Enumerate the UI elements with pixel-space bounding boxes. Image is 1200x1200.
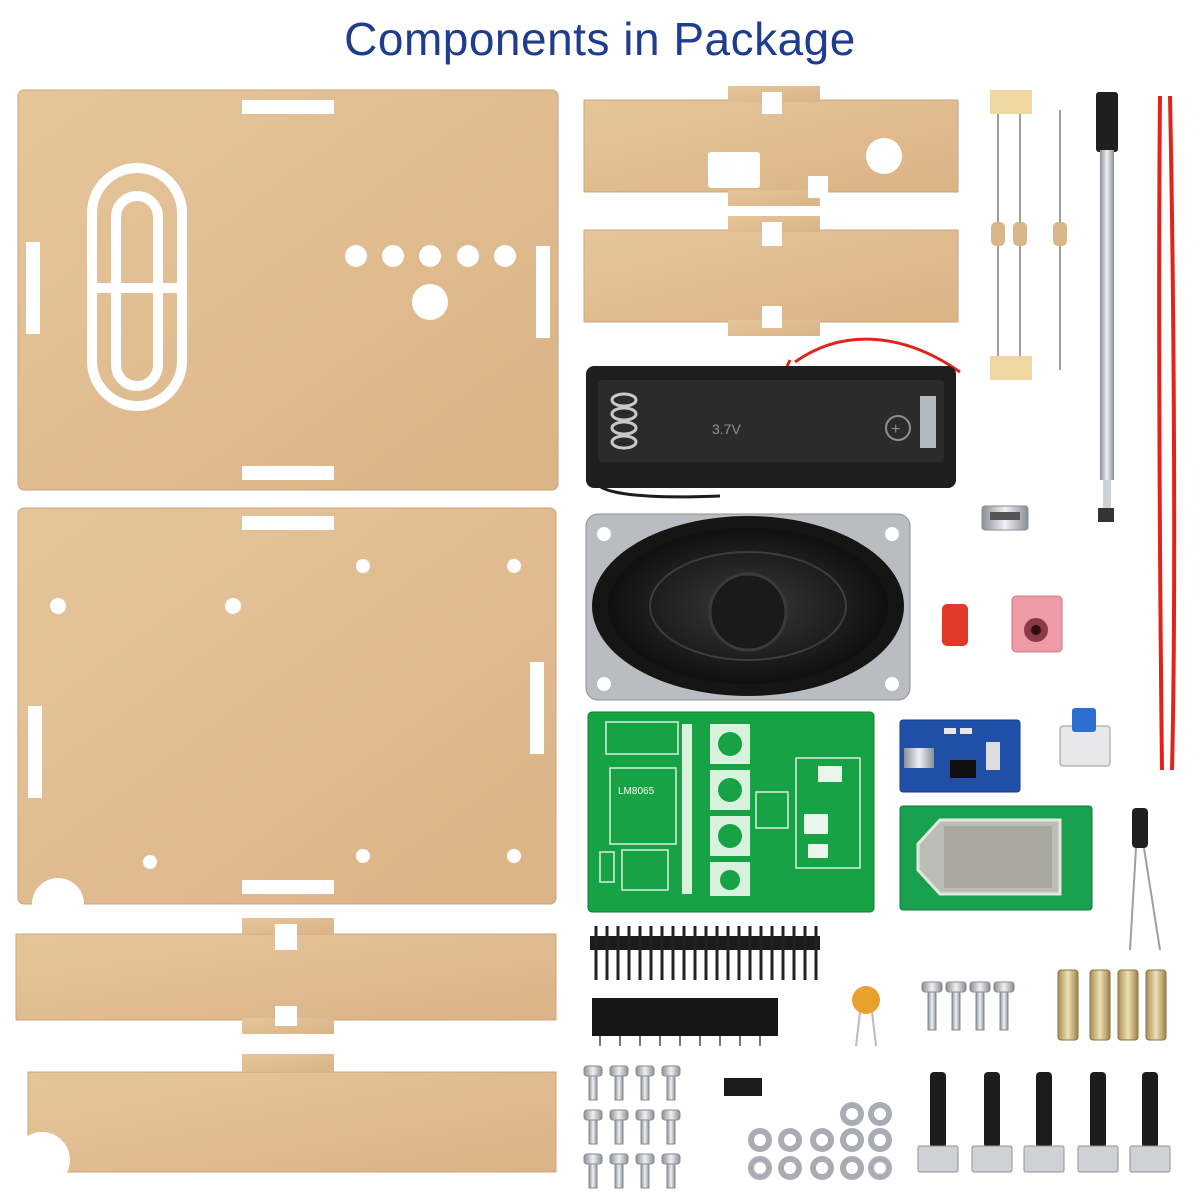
acrylic-side-strip-3 xyxy=(583,86,959,206)
battery-voltage-label: 3.7V xyxy=(712,421,741,437)
tactile-buttons xyxy=(917,1072,1171,1173)
speaker xyxy=(585,513,911,701)
svg-text:+: + xyxy=(891,421,900,438)
acrylic-side-strip-4 xyxy=(583,216,959,336)
acrylic-side-strip-2 xyxy=(14,1054,557,1188)
charging-module xyxy=(899,719,1021,793)
screws-set-2 xyxy=(583,1065,681,1189)
button-holes xyxy=(345,245,516,320)
ceramic-capacitor xyxy=(852,986,880,1047)
page-title: Components in Package xyxy=(344,13,856,65)
acrylic-top-panel xyxy=(17,89,559,491)
usb-connector xyxy=(981,505,1029,531)
acrylic-side-strip-1 xyxy=(15,918,557,1034)
acrylic-bottom-panel xyxy=(17,507,557,930)
power-switch xyxy=(1059,708,1111,767)
telescopic-antenna xyxy=(1096,92,1118,522)
lcd-display-module xyxy=(899,805,1093,911)
resistors xyxy=(990,90,1067,380)
female-header xyxy=(592,998,778,1046)
main-pcb: LM8065 xyxy=(587,711,875,913)
brass-standoffs xyxy=(1057,969,1167,1041)
battery-spring xyxy=(610,392,638,450)
hex-nuts xyxy=(748,1102,892,1180)
electrolytic-capacitor xyxy=(1129,808,1161,951)
screws-set-1 xyxy=(921,981,1015,1031)
pcb-chip-label: LM8065 xyxy=(618,786,655,797)
battery-holder: 3.7V + xyxy=(586,337,961,499)
ic-chip xyxy=(724,1078,762,1096)
red-knob-cap xyxy=(942,604,968,646)
headphone-jack xyxy=(1011,595,1063,653)
male-header-pins xyxy=(590,926,820,980)
red-wires xyxy=(1157,95,1177,771)
